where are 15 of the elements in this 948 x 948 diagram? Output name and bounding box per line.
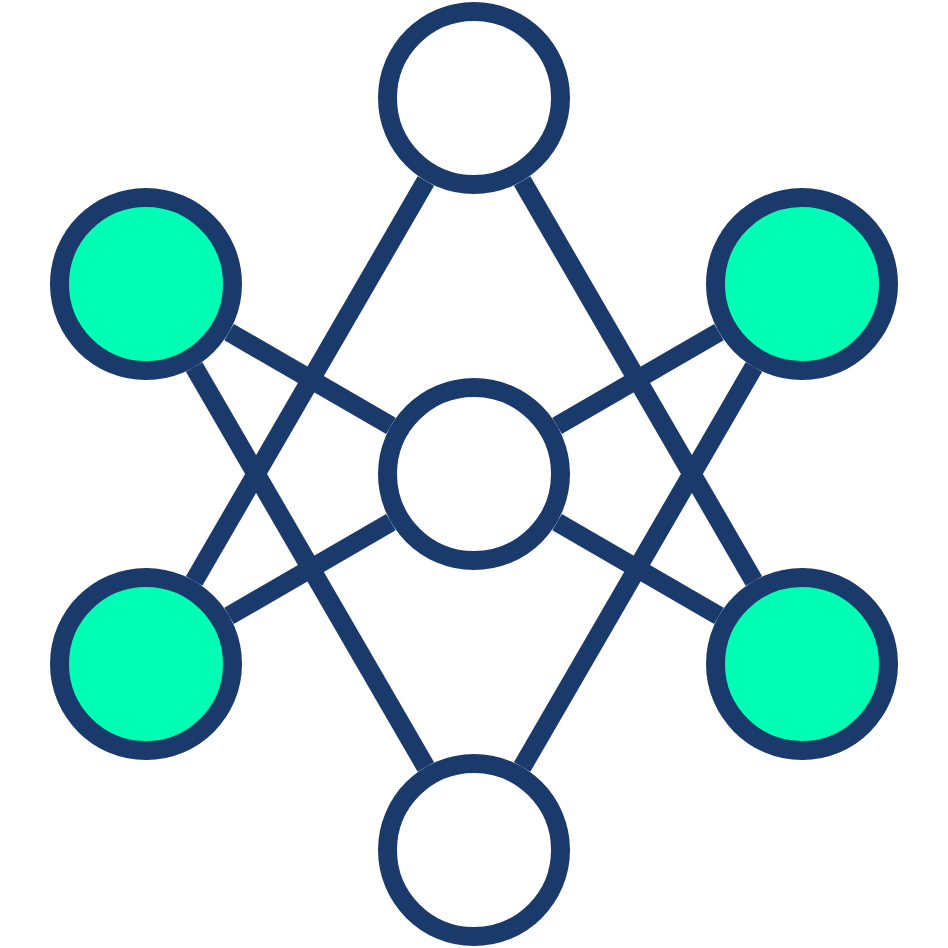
connector-line [513,176,763,586]
node-circle [378,2,570,194]
node-circle [706,188,898,380]
connector-line [552,323,724,435]
connector-line [185,176,435,586]
node-circle [50,188,242,380]
node-circle [50,568,242,760]
connector-line [224,323,396,435]
node-circle [706,568,898,760]
node-circle [378,378,570,570]
connector-line [552,513,724,625]
node-circle [378,754,570,946]
connector-line [224,513,396,625]
connector-line [513,362,763,772]
connector-line [185,362,435,772]
